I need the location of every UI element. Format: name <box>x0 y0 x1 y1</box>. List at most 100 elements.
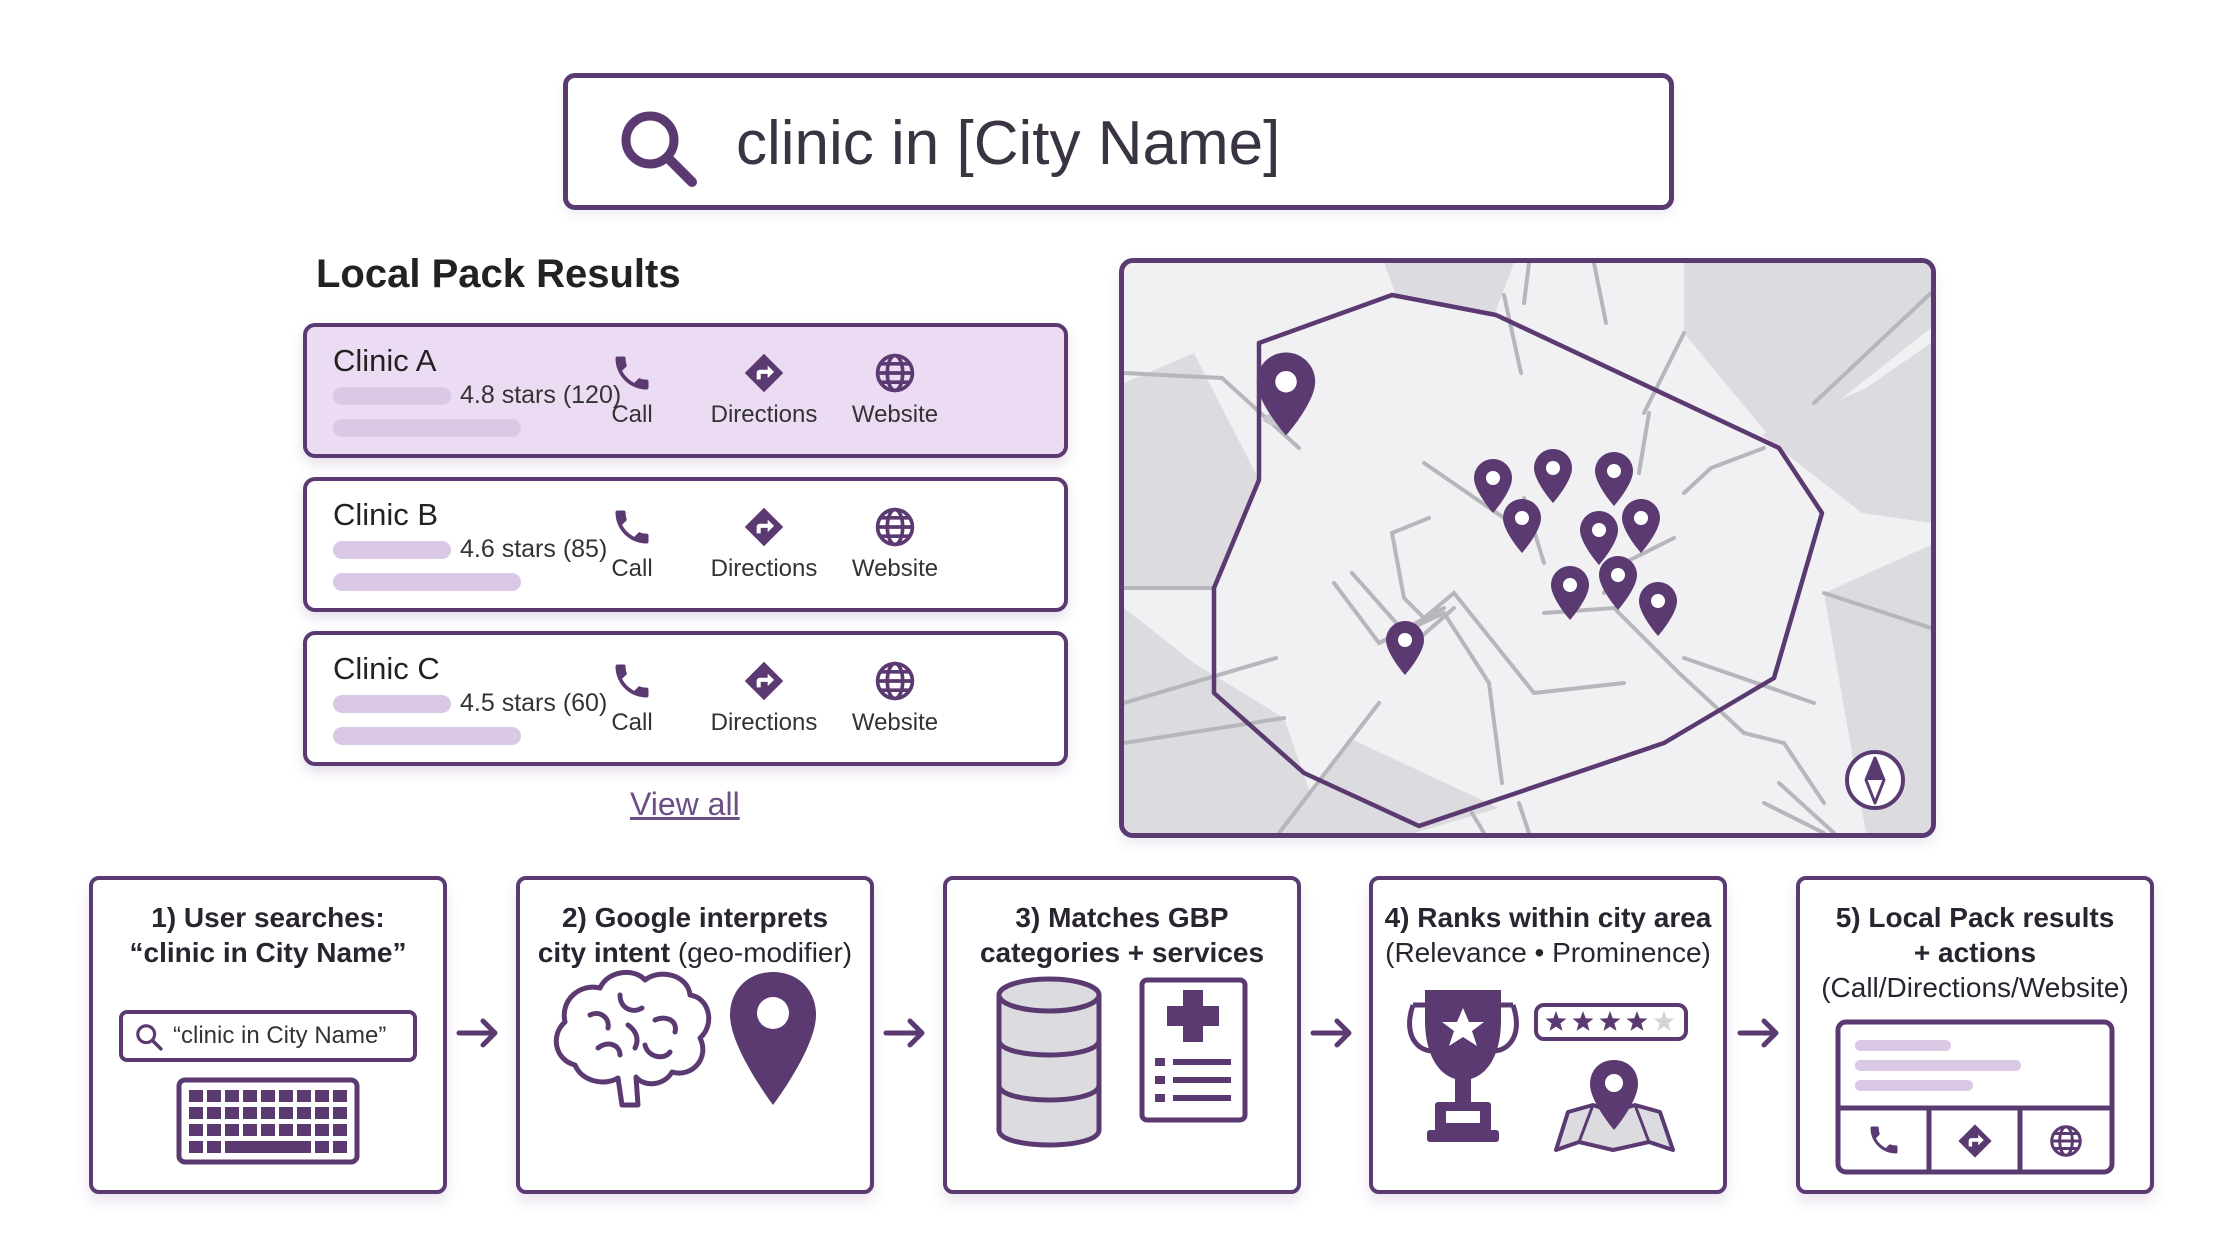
keyboard-key <box>189 1107 203 1119</box>
keyboard-key <box>279 1090 293 1102</box>
map-canvas <box>1124 263 1931 833</box>
directions-label: Directions <box>710 709 818 736</box>
keyboard-key <box>243 1107 257 1119</box>
keyboard-key <box>315 1124 329 1136</box>
globe-icon <box>873 505 917 549</box>
keyboard-key <box>225 1124 239 1136</box>
compass-icon[interactable] <box>1845 750 1905 810</box>
star-icon <box>1599 1011 1621 1031</box>
phone-icon <box>610 659 654 703</box>
rating-stars <box>1534 1003 1688 1041</box>
step-1-user-searches: 1) User searches: “clinic in City Name” … <box>89 876 447 1194</box>
keyboard-key <box>261 1124 275 1136</box>
arrow-right-icon <box>1309 1013 1359 1053</box>
keyboard-key <box>243 1124 257 1136</box>
local-pack-title: Local Pack Results <box>316 252 681 296</box>
keyboard-key <box>189 1090 203 1102</box>
arrow-right-icon <box>455 1013 505 1053</box>
map-pin-icon <box>730 972 816 1105</box>
city-boundary <box>1211 292 1825 829</box>
keyboard-key <box>279 1107 293 1119</box>
star-icon <box>1545 1011 1567 1031</box>
mini-search-box: “clinic in City Name” <box>119 1010 417 1062</box>
step-title: 5) Local Pack results + actions (Call/Di… <box>1821 902 2129 1003</box>
map-pin-icon <box>1503 499 1541 553</box>
star-icon <box>1626 1011 1648 1031</box>
step-3-matches-gbp: 3) Matches GBP categories + services <box>943 876 1301 1194</box>
directions-label: Directions <box>710 555 818 582</box>
step-4-art <box>1407 990 1688 1152</box>
map-pin-icon <box>1639 582 1677 636</box>
keyboard-key <box>243 1090 257 1102</box>
website-button[interactable]: Website <box>815 505 975 583</box>
database-icon <box>996 976 1102 1148</box>
map-regions <box>1124 263 1931 833</box>
website-button[interactable]: Website <box>815 659 975 737</box>
call-button[interactable]: Call <box>552 659 712 737</box>
keyboard-key <box>279 1124 293 1136</box>
directions-button[interactable]: Directions <box>684 659 844 737</box>
map-pin-icon <box>1599 556 1637 610</box>
step-3-art <box>996 976 1248 1148</box>
search-bar[interactable]: clinic in [City Name] <box>563 73 1674 210</box>
star-icon <box>1653 1011 1675 1031</box>
step-title: 2) Google interprets city intent (geo-mo… <box>537 902 853 968</box>
keyboard-key <box>189 1141 203 1153</box>
result-card-illustration <box>1835 1019 2115 1175</box>
globe-icon <box>873 351 917 395</box>
directions-icon <box>742 659 786 703</box>
map-pin-icon <box>1474 459 1512 513</box>
map[interactable] <box>1119 258 1936 838</box>
trophy-icon <box>1407 990 1519 1142</box>
brain-icon <box>553 970 712 1108</box>
keyboard-key <box>225 1141 311 1153</box>
result-rating: 4.6 stars (85) <box>460 535 608 563</box>
keyboard-key <box>297 1090 311 1102</box>
keyboard-key <box>333 1090 347 1102</box>
call-label: Call <box>611 709 653 736</box>
directions-label: Directions <box>710 401 818 428</box>
directions-icon <box>742 351 786 395</box>
map-pin-icon <box>1534 449 1572 503</box>
keyboard-key <box>333 1124 347 1136</box>
website-button[interactable]: Website <box>815 351 975 429</box>
keyboard-key <box>315 1107 329 1119</box>
search-icon <box>618 108 698 188</box>
placeholder-line <box>333 695 451 713</box>
placeholder-line <box>333 419 521 437</box>
map-roads <box>1124 263 1931 833</box>
keyboard-key <box>225 1107 239 1119</box>
arrow-right-icon <box>882 1013 932 1053</box>
map-pin-icon <box>1256 352 1316 436</box>
keyboard-icon <box>176 1077 360 1165</box>
keyboard-key <box>189 1124 203 1136</box>
call-button[interactable]: Call <box>552 351 712 429</box>
arrow-right-icon <box>1736 1013 1786 1053</box>
directions-icon <box>742 505 786 549</box>
map-pin-icon <box>1595 452 1633 506</box>
website-label: Website <box>851 709 939 736</box>
view-all-link[interactable]: View all <box>630 786 740 822</box>
mini-search-text: “clinic in City Name” <box>173 1022 387 1049</box>
website-label: Website <box>851 401 939 428</box>
placeholder-line <box>333 727 521 745</box>
keyboard-key <box>315 1090 329 1102</box>
directions-button[interactable]: Directions <box>684 351 844 429</box>
map-pin-icon <box>1386 621 1424 675</box>
phone-icon <box>610 351 654 395</box>
keyboard-key <box>261 1090 275 1102</box>
step-title: 1) User searches: “clinic in City Name” <box>129 902 407 968</box>
call-button[interactable]: Call <box>552 505 712 583</box>
keyboard-key <box>207 1107 221 1119</box>
directions-button[interactable]: Directions <box>684 505 844 583</box>
placeholder-line <box>333 541 451 559</box>
result-name: Clinic B <box>333 497 439 532</box>
map-location-icon <box>1554 1060 1675 1152</box>
keyboard-key <box>207 1090 221 1102</box>
placeholder-line <box>333 387 451 405</box>
phone-icon <box>610 505 654 549</box>
keyboard-key <box>207 1141 221 1153</box>
